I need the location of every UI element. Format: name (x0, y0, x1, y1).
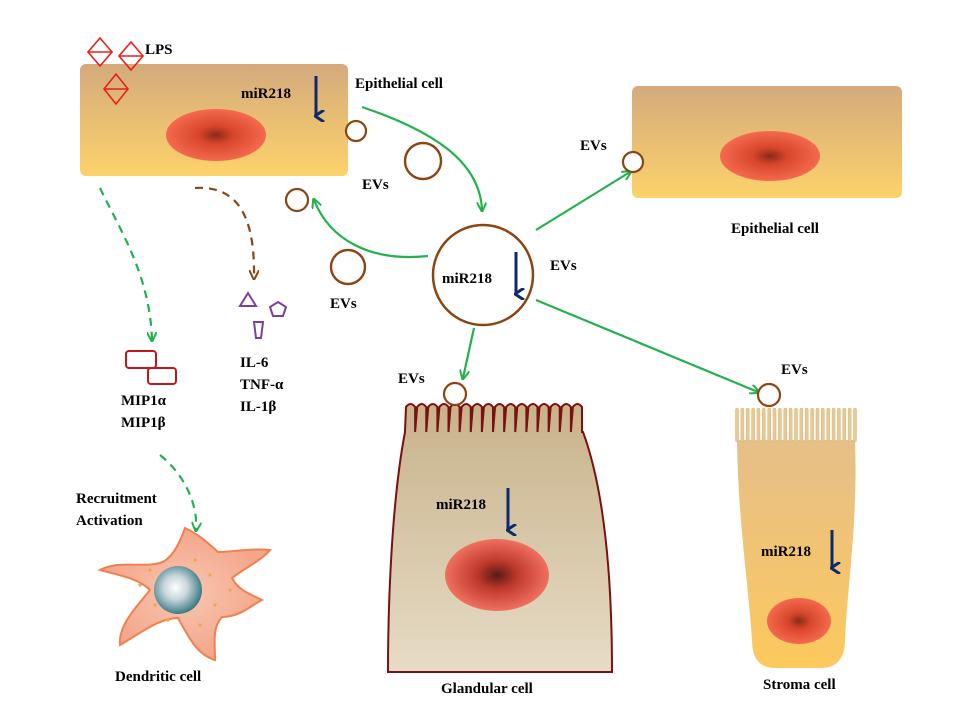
microvillus (842, 407, 847, 443)
mir218-label-1: miR218 (241, 86, 291, 102)
microvillus (767, 407, 771, 443)
trapezoid-icon (252, 321, 265, 339)
nucleus (720, 131, 820, 181)
mir218-label-3: miR218 (436, 497, 486, 513)
activation-label: Activation (76, 513, 143, 529)
epithelial-cell-recipient: EVs Epithelial cell (580, 86, 902, 237)
microvillus (778, 407, 782, 443)
ev-vesicle (442, 381, 468, 407)
microvillus (772, 407, 777, 443)
evs-label-1: EVs (362, 177, 389, 193)
ev-vesicle-large (431, 223, 535, 327)
chemokine-icon (125, 350, 157, 369)
evs-label-6: EVs (781, 362, 808, 378)
microvillus (745, 407, 750, 443)
dendritic-cell: Dendritic cell (97, 526, 272, 685)
central-ev: miR218 EVs (431, 223, 577, 327)
dashed-arrow-to-cytokines (194, 186, 254, 278)
evs-label-2: EVs (330, 296, 357, 312)
nucleus (767, 598, 831, 644)
microvillus (804, 407, 809, 443)
microvillus (847, 407, 852, 443)
microvillus (821, 407, 825, 443)
nucleus (445, 539, 549, 611)
lps-label: LPS (145, 42, 173, 58)
lps-diamond-icon (102, 72, 130, 106)
evs-label-3: EVs (550, 258, 577, 274)
il6-label: IL-6 (240, 355, 269, 371)
microvillus (756, 407, 761, 443)
dashed-arrow-to-dendritic-cell (159, 454, 196, 530)
evs-label-4: EVs (580, 138, 607, 154)
microvillus (826, 407, 830, 443)
dashed-arrow-to-chemokines (99, 187, 152, 340)
microvillus (810, 407, 814, 443)
mir218-label-4: miR218 (761, 544, 811, 560)
microvillus (837, 407, 841, 443)
nucleus (166, 109, 266, 161)
microvillus (831, 407, 836, 443)
granules (138, 558, 232, 627)
microvillus (762, 407, 766, 443)
il1b-label: IL-1β (240, 399, 276, 415)
mip1b-label: MIP1β (121, 415, 166, 431)
arrow-to-stroma-cell (535, 298, 758, 392)
chemokine-icon (147, 367, 177, 385)
microvillus (815, 407, 820, 443)
dendritic-nucleus (154, 566, 202, 614)
epithelial-cell-stimulated: miR218 (80, 64, 348, 176)
cell-body (386, 403, 614, 673)
microvillus (735, 407, 739, 443)
microvillus (853, 407, 857, 443)
microvilli (735, 407, 857, 443)
microvillus (740, 407, 745, 443)
ev-vesicle (621, 150, 645, 174)
mip1a-label: MIP1α (121, 393, 167, 409)
arrow-to-central-ev (361, 105, 482, 210)
mir218-label-2: miR218 (442, 271, 492, 287)
arrow-to-epithelial-cell (535, 172, 630, 231)
microvillus (783, 407, 788, 443)
microvillus (788, 407, 793, 443)
microvillus (751, 407, 755, 443)
ev-vesicle (329, 248, 367, 286)
stroma-cell-label: Stroma cell (763, 677, 836, 693)
stroma-cell: miR218 EVs Stroma cell (735, 362, 857, 693)
tnfa-label: TNF-α (240, 377, 284, 393)
epithelial-cell-label-2: Epithelial cell (731, 221, 819, 237)
arrow-to-glandular-cell (463, 327, 476, 378)
ev-vesicle (284, 187, 310, 213)
ev-vesicle (756, 382, 782, 408)
chemokines: MIP1α MIP1β (121, 350, 177, 431)
triangle-icon (238, 291, 258, 307)
evs-label-5: EVs (398, 371, 425, 387)
lps-diamond-icon (86, 36, 114, 68)
cytokines: IL-6 TNF-α IL-1β (238, 291, 288, 415)
glandular-cell-label: Glandular cell (441, 681, 533, 697)
ev-vesicle (344, 119, 368, 143)
pentagon-icon (268, 300, 288, 317)
arrow-to-source-cell (314, 200, 429, 258)
ev-vesicle (403, 141, 443, 181)
glandular-cell: miR218 EVs Glandular cell (386, 371, 614, 697)
epithelial-cell-label-1: Epithelial cell (355, 76, 443, 92)
lps-diamond-icon (117, 40, 145, 72)
recruitment-label: Recruitment (76, 491, 157, 507)
microvillus (799, 407, 804, 443)
microvillus (794, 407, 798, 443)
dendritic-cell-label: Dendritic cell (115, 669, 201, 685)
lps-molecules: LPS (86, 36, 173, 106)
